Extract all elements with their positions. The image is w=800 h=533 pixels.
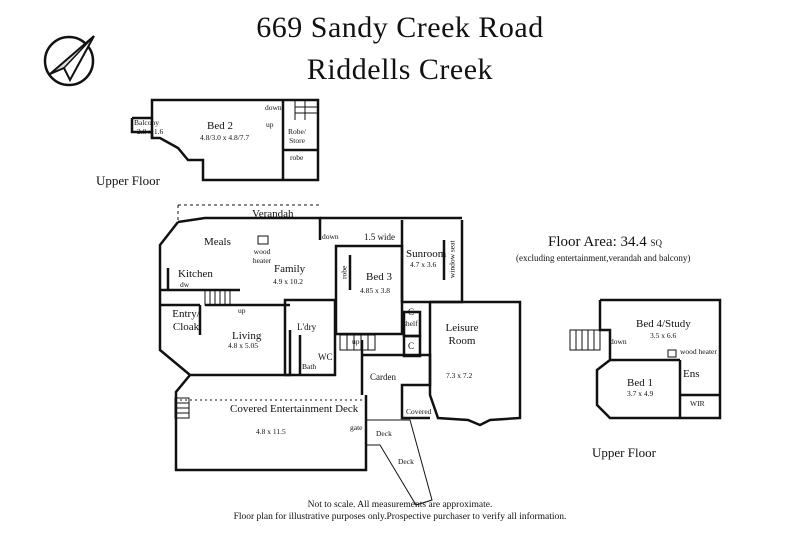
room-leisure-name: Leisure Room (445, 322, 479, 347)
room-sunroom-name: Sunroom (406, 248, 447, 260)
room-kitchen-name: Kitchen (178, 268, 213, 280)
room-window-seat: window seat (447, 240, 457, 279)
marker-down-bed4: down (610, 337, 627, 346)
room-carden: Carden (370, 372, 396, 382)
room-robe-bed3: robe (339, 265, 349, 279)
room-bath: Bath (302, 362, 317, 371)
room-robe-upper: robe (290, 153, 304, 162)
room-living-size: 4.8 x 5.05 (228, 341, 258, 350)
marker-up-hall: up (352, 337, 360, 346)
room-entry-cloak: Entry/ Cloak (172, 308, 200, 333)
room-balcony-name: Balcony (134, 118, 159, 127)
room-sunroom-size: 4.7 x 3.6 (410, 260, 437, 269)
footer-disclaimer-2: Floor plan for illustrative purposes onl… (233, 512, 567, 522)
room-wood-heater-2: wood heater (680, 347, 717, 356)
room-laundry: L'dry (297, 322, 317, 332)
room-bed1-name: Bed 1 (627, 377, 653, 389)
room-bed2-name: Bed 2 (207, 120, 233, 132)
floor-area-note: (excluding entertainment,verandah and ba… (516, 253, 691, 263)
room-c2: C (408, 341, 415, 351)
upper-floor-caption-right: Upper Floor (592, 445, 656, 460)
room-robe-store: Robe/ Store (288, 127, 306, 145)
room-covered-deck-name: Covered Entertainment Deck (230, 403, 359, 415)
compass-arrow-logo-icon (43, 35, 95, 87)
room-dw: dw (180, 280, 190, 289)
room-verandah-name: Verandah (252, 208, 294, 220)
room-ens: Ens (683, 368, 700, 380)
room-covered-deck-size: 4.8 x 11.5 (256, 427, 286, 436)
marker-up-bed2: up (266, 120, 274, 129)
room-living-name: Living (232, 330, 262, 342)
footer-disclaimer-1: Not to scale. All measurements are appro… (307, 500, 493, 510)
address-line-1: 669 Sandy Creek Road (256, 11, 544, 44)
room-bed3-name: Bed 3 (366, 271, 392, 283)
marker-up-family: up (238, 306, 246, 315)
floor-area-label: Floor Area: 34.4 SQ (548, 234, 662, 251)
room-deck-1: Deck (376, 429, 392, 438)
room-family-name: Family (274, 263, 306, 275)
room-gate: gate (350, 423, 363, 432)
room-family-size: 4.9 x 10.2 (273, 277, 303, 286)
room-balcony-size: 2.8 x 1.6 (137, 127, 164, 136)
marker-down-verandah: down (322, 232, 339, 241)
room-bed1-size: 3.7 x 4.9 (627, 389, 654, 398)
room-bed4-size: 3.5 x 6.6 (650, 331, 677, 340)
room-verandah-width: 1.5 wide (364, 232, 395, 242)
address-line-2: Riddells Creek (306, 53, 494, 86)
room-deck-2: Deck (398, 457, 414, 466)
room-bed2-size: 4.8/3.0 x 4.8/7.7 (200, 133, 250, 142)
room-covered: Covered (406, 407, 432, 416)
floor-area-unit: SQ (650, 238, 663, 248)
room-bed3-size: 4.85 x 3.8 (360, 286, 390, 295)
room-wc: WC (318, 352, 333, 362)
room-wir: WIR (690, 399, 705, 408)
upper-floor-caption-left: Upper Floor (96, 173, 160, 188)
room-c1: C (408, 307, 415, 317)
marker-down-bed2: down (265, 103, 282, 112)
room-bed4-name: Bed 4/Study (636, 318, 691, 330)
room-meals-name: Meals (204, 236, 231, 248)
room-leisure-size: 7.3 x 7.2 (446, 371, 473, 380)
room-wood-heater: wood heater (252, 247, 272, 265)
room-shelf: shelf (403, 319, 418, 328)
floor-area-value: Floor Area: 34.4 (548, 234, 647, 250)
